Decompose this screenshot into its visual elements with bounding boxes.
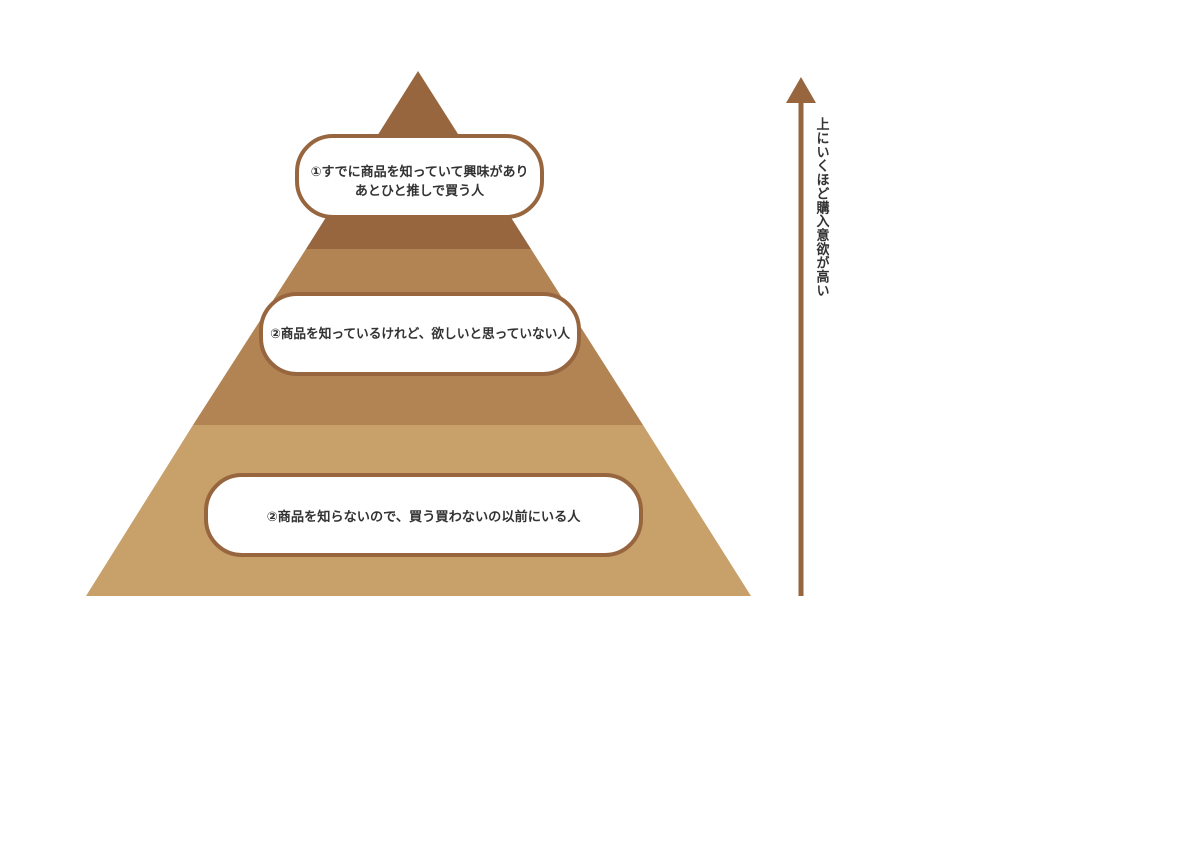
tier-bottom-label-background — [204, 473, 643, 557]
tier-top-label-line-1: ①すでに商品を知っていて興味があり — [310, 164, 528, 180]
axis-label: 上にいくほど購入意欲が高い — [814, 117, 831, 297]
purchase-intent-axis: 上にいくほど購入意欲が高い — [786, 77, 830, 596]
tier-middle-label-background — [259, 292, 581, 376]
tier-top-label-line-2: あとひと推しで買う人 — [355, 183, 485, 199]
arrow-up-icon — [786, 77, 816, 103]
tier-bottom-label-line-1: ②商品を知らないので、買う買わないの以前にいる人 — [267, 509, 582, 525]
tier-middle-label-line-1: ②商品を知っているけれど、欲しいと思っていない人 — [270, 326, 571, 342]
tier-top-label-background — [295, 134, 544, 219]
tier-middle-label-box: ②商品を知っているけれど、欲しいと思っていない人 — [259, 292, 581, 376]
tier-top-label-box: ①すでに商品を知っていて興味があり あとひと推しで買う人 — [295, 134, 544, 219]
tier-bottom-label-box: ②商品を知らないので、買う買わないの以前にいる人 — [204, 473, 643, 557]
